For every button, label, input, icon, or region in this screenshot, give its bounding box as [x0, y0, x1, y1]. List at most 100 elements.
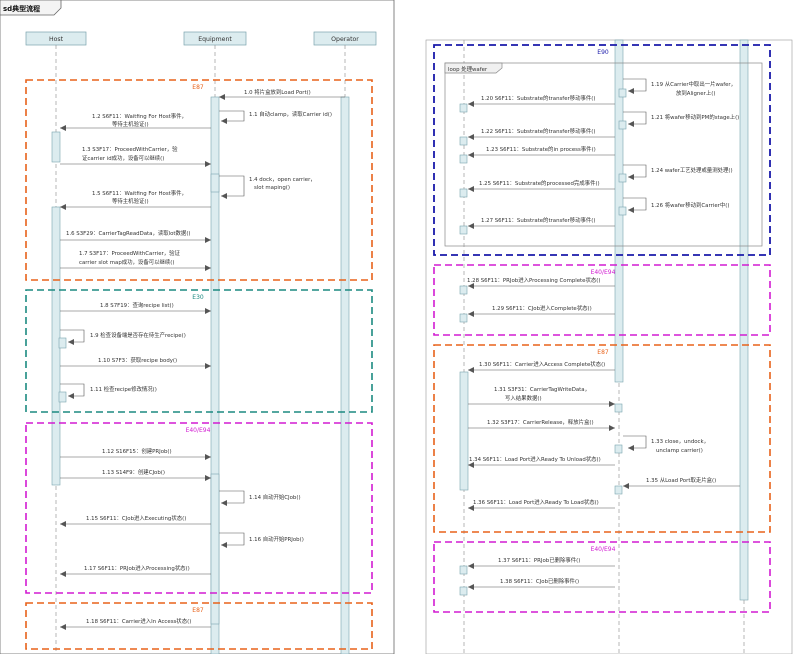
self-message-arrow — [219, 175, 245, 199]
host-activation-small — [459, 154, 468, 164]
message-label: 1.18 S6F11：Carrier进入In Access状态() — [86, 617, 191, 625]
message-label: 证carrier id成功，设备可以继续() — [82, 154, 164, 162]
equipment-activation — [210, 96, 220, 654]
group-frame-e30 — [25, 289, 373, 413]
message-label: 1.2 S6F11：Waitfing For Host事件， — [92, 112, 187, 120]
host-activation-1 — [51, 131, 61, 163]
host-activation-small — [459, 103, 468, 113]
message-label: 1.33 close，undock， — [651, 439, 709, 445]
equipment-activation-small — [618, 120, 627, 130]
message-label: 1.24 wafer工艺处理或量测处理() — [651, 166, 733, 174]
message-label: 1.8 S7F19：查询recipe list() — [100, 301, 174, 309]
message-label: 1.4 dock，open carrier， — [249, 177, 316, 183]
participant-equipment: Equipment — [198, 36, 232, 43]
message-label: 1.23 S6F11：Substrate的in process事件() — [486, 145, 596, 153]
message-label: 放到Aligner上() — [676, 89, 715, 97]
host-activation-small — [459, 285, 468, 295]
message-label: 等待主机验证() — [112, 197, 149, 205]
message-label: 1.7 S3F17：ProceedWithCarrier，验证 — [79, 249, 181, 257]
message-label: 1.16 自动开始PRJob() — [249, 535, 304, 543]
message-label: 1.3 S3F17：ProceedWithCarrier，验 — [82, 145, 178, 153]
message-label: 1.1 自动clamp，读取Carrier id() — [249, 110, 332, 118]
group-label-e87: E87 — [192, 84, 204, 91]
loop-label: loop 处理wafer — [448, 65, 488, 73]
message-label: 1.30 S6F11：Carrier进入Access Complete状态() — [479, 360, 605, 368]
message-label: 写入结果数据() — [505, 394, 542, 402]
message-label: 1.15 S6F11：CJob进入Executing状态() — [86, 514, 186, 522]
message-label: 1.22 S6F11：Substrate的transfer移动事件() — [481, 127, 596, 135]
host-activation-small — [459, 565, 468, 575]
message-label: 1.21 将wafer移动到PM的stage上() — [651, 113, 739, 121]
message-label: 1.34 S6F11：Load Port进入Ready To Unload状态(… — [469, 455, 601, 463]
message-label: 1.35 从Load Port取走片盒() — [646, 476, 716, 484]
message-label: 1.32 S3F17：CarrierRelease，释放片盒() — [487, 418, 594, 426]
equipment-activation-small — [614, 403, 623, 413]
frame-title-tab — [0, 0, 62, 16]
message-label: 1.29 S6F11：CJob进入Complete状态() — [492, 304, 592, 312]
message-label: 1.36 S6F11：Load Port进入Ready To Load状态() — [473, 498, 599, 506]
message-label: 1.20 S6F11：Substrate的transfer移动事件() — [481, 94, 596, 102]
self-message-arrow — [219, 490, 245, 506]
message-label: 1.31 S3F31：CarrierTagWriteData， — [494, 387, 590, 393]
message-label: 1.6 S3F29：CarrierTagReadData，读取lot数据() — [66, 229, 191, 237]
frame-title: sd典型流程 — [3, 4, 40, 13]
host-activation-small — [459, 586, 468, 596]
host-activation-small — [459, 313, 468, 323]
operator-activation — [739, 39, 749, 601]
message-label: carrier slot map成功，设备可以继续() — [79, 258, 174, 266]
message-label: 1.5 S6F11：Waitfing For Host事件， — [92, 189, 187, 197]
left-frame — [0, 0, 395, 654]
group-label-e87: E87 — [597, 349, 609, 356]
operator-activation — [340, 96, 350, 654]
self-message-arrow — [623, 111, 647, 127]
message-label: slot maping() — [254, 185, 290, 191]
group-frame-e40-e94 — [25, 422, 373, 594]
participant-host: Host — [49, 36, 64, 43]
group-frame-e87 — [433, 344, 771, 533]
message-label: 1.26 将wafer移动到Carrier中() — [651, 201, 729, 209]
message-label: 1.38 S6F11：CJob已删除事件() — [500, 577, 579, 585]
group-label-e87: E87 — [192, 607, 204, 614]
message-label: 1.17 S6F11：PRJob进入Processing状态() — [84, 564, 190, 572]
self-message-arrow — [219, 110, 245, 124]
equipment-activation-small — [614, 485, 623, 495]
self-message-arrow — [623, 78, 647, 94]
message-label: 1.10 S7F3：获取recipe body() — [98, 356, 177, 364]
equipment-activation-small — [614, 444, 623, 454]
self-message-arrow — [623, 197, 647, 213]
message-label: 1.14 自动开始CJob() — [249, 493, 301, 501]
message-label: 1.28 S6F11：PRJob进入Processing Complete状态(… — [467, 276, 600, 284]
message-label: 1.25 S6F11：Substrate的processed完成事件() — [479, 179, 600, 187]
equipment-activation-small — [618, 173, 627, 183]
message-label: unclamp carrier() — [656, 448, 703, 454]
message-label: 1.37 S6F11：PRJob已删除事件() — [498, 556, 580, 564]
host-activation-small — [58, 391, 67, 403]
host-activation — [459, 371, 469, 491]
message-label: 1.27 S6F11：Substrate的transfer移动事件() — [481, 216, 596, 224]
self-message-arrow — [623, 164, 647, 180]
self-message-arrow — [623, 435, 647, 451]
self-message-arrow — [60, 329, 85, 345]
equipment-activation-small — [618, 88, 627, 98]
message-label: 1.19 从Carrier中取出一片wafer， — [651, 80, 736, 88]
self-message-arrow — [219, 532, 245, 548]
group-label-e40-e94: E40/E94 — [186, 427, 211, 434]
message-label: 1.0 将片盒放到Load Port() — [244, 88, 311, 96]
group-label-e40-e94: E40/E94 — [591, 269, 616, 276]
group-frame-e87 — [25, 79, 373, 281]
group-frame-e40-e94 — [433, 264, 771, 336]
group-frame-e90 — [433, 44, 771, 256]
message-label: 1.12 S16F15：创建PRJob() — [102, 447, 172, 455]
left-panel: sd典型流程 Host Equipment Operator E87 E30 E… — [0, 0, 395, 654]
right-panel: E90 loop 处理wafer E40/E94 E87 E40/E94 — [425, 39, 793, 654]
participant-operator: Operator — [331, 36, 359, 43]
equipment-activation-small — [210, 473, 220, 625]
group-label-e30: E30 — [192, 294, 204, 301]
host-activation-small — [459, 136, 468, 146]
group-frame-e87 — [25, 602, 373, 650]
message-label: 1.11 检查recipe修改情况() — [90, 385, 157, 393]
message-label: 等待主机验证() — [112, 120, 149, 128]
group-label-e90: E90 — [597, 49, 609, 56]
loop-frame — [444, 62, 763, 247]
